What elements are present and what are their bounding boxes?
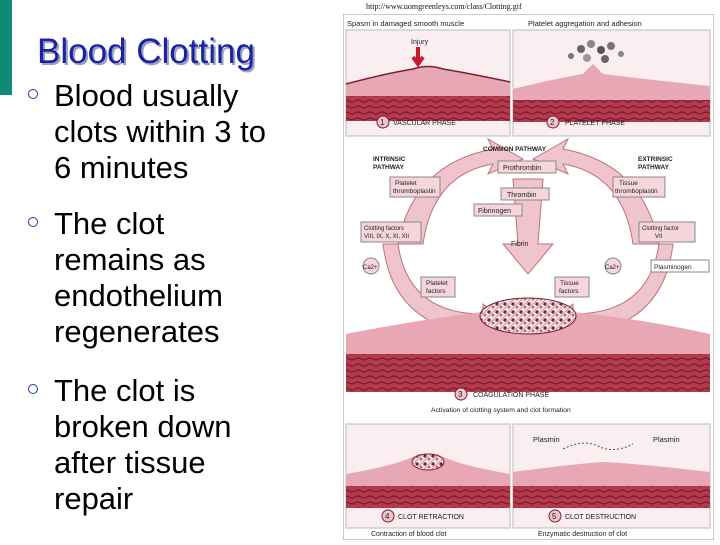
fibrinogen-label: Fibrinogen [478,208,511,215]
phase5-label: CLOT DESTRUCTION [565,514,636,521]
top-right-caption: Platelet aggregation and adhesion [528,19,642,28]
accent-bar [0,0,12,95]
clotting-factor-right-label-line2: VII [655,234,663,240]
intrinsic-label-line2: PATHWAY [373,164,405,171]
phase1-number: 1 [380,118,385,127]
clot-destruction-panel: Plasmin Plasmin 5 CLOT DESTRUCTION Enzym… [512,423,711,538]
clotting-factors-left-label-line2: VIII, IX, X, XI, XII [364,234,409,240]
top-left-caption: Spasm in damaged smooth muscle [347,19,464,28]
tissue-thromboplastin-label-line2: thromboplastin [615,188,658,195]
thrombin-label: Thrombin [507,192,537,199]
calcium-right-label: Ca2+ [605,265,620,271]
phase4-label: CLOT RETRACTION [398,514,464,521]
plasmin-left-label: Plasmin [533,435,560,444]
clotting-factor-right-label: Clotting factor [642,226,679,232]
vascular-phase-panel: Spasm in damaged smooth muscle Injury 1 … [345,19,511,137]
source-url: http://www.uomgreenleys.com/class/Clotti… [366,2,522,11]
phase3-number: 3 [458,390,463,399]
extrinsic-label: EXTRINSIC [638,156,673,163]
tissue-thromboplastin-label: Tissue [619,180,638,187]
phase3-label: COAGULATION PHASE [473,392,549,399]
tissue-factors-label-line2: factors [559,288,579,295]
platelet-thromboplastin-label: Platelet [395,180,417,187]
fibrin-label: Fibrin [511,241,529,248]
clotting-diagram: Spasm in damaged smooth muscle Injury 1 … [342,13,715,541]
phase4-caption: Contraction of blood clot [371,531,447,538]
clot-retraction-panel: 4 CLOT RETRACTION Contraction of blood c… [345,423,511,538]
bullet-icon [28,384,38,394]
platelet-factors-label-line2: factors [426,288,446,295]
injury-arrow-icon [411,47,425,68]
phase5-caption: Enzymatic destruction of clot [538,531,627,538]
tissue-factors-label: Tissue [560,280,579,287]
plasmin-right-label: Plasmin [653,435,680,444]
phase1-label: VASCULAR PHASE [393,120,456,127]
platelet-thromboplastin-label-line2: thromboplastin [393,188,436,195]
platelet-cluster-icon [568,40,624,63]
plasminogen-label: Plasminogen [654,264,692,271]
calcium-left-label: Ca2+ [363,265,378,271]
prothrombin-label: Prothrombin [503,165,541,172]
clot-icon [479,297,577,335]
phase3-caption: Activation of clotting system and clot f… [431,407,571,414]
bullet-icon [28,217,38,227]
platelet-phase-panel: Platelet aggregation and adhesion 2 PLAT… [512,19,711,137]
phase2-label: PLATELET PHASE [565,120,625,127]
phase2-number: 2 [550,118,555,127]
bullet-icon [28,89,38,99]
platelet-factors-label: Platelet [426,280,448,287]
intrinsic-label: INTRINSIC [373,156,406,163]
slide-title: Blood Clotting [37,32,255,71]
phase5-number: 5 [552,512,557,521]
injury-label: Injury [411,39,429,46]
coagulation-pathways: COMMON PATHWAY INTRINSIC PATHWAY EXTRINS… [346,137,710,434]
common-pathway-label: COMMON PATHWAY [483,146,547,153]
extrinsic-label-line2: PATHWAY [638,164,670,171]
clotting-factors-left-label: Clotting factors [364,226,404,232]
phase4-number: 4 [385,512,390,521]
